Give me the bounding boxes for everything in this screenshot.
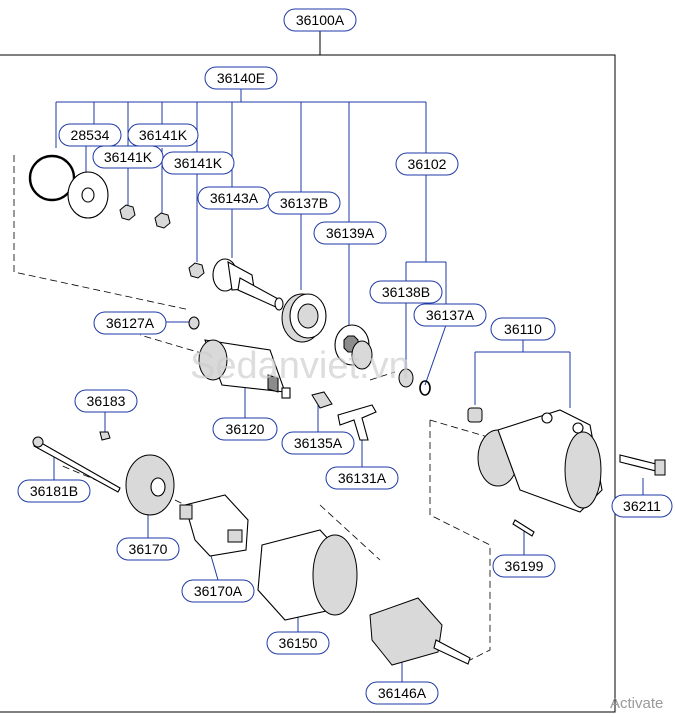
label-36141k-3[interactable]: 36141K [161,151,235,175]
part-36141k-nut-2 [154,212,171,229]
label-36102[interactable]: 36102 [395,152,459,176]
svg-text:36211: 36211 [623,498,661,514]
part-36110-front-housing [467,407,603,513]
svg-text:36141K: 36141K [104,149,153,165]
part-36181b-through-bolt [32,436,121,493]
svg-text:36141K: 36141K [139,127,188,143]
svg-text:36120: 36120 [226,421,265,437]
part-36141k-nut-1 [119,204,136,221]
label-36183[interactable]: 36183 [74,389,138,413]
svg-text:36170: 36170 [129,541,168,557]
label-36139a[interactable]: 36139A [313,221,387,245]
svg-text:36100A: 36100A [296,12,345,28]
label-36140e[interactable]: 36140E [204,66,278,90]
part-36141k-nut-3 [188,262,205,279]
svg-text:36138B: 36138B [382,284,430,300]
svg-text:36140E: 36140E [217,70,265,86]
label-36127a[interactable]: 36127A [93,311,167,335]
part-36143a-planet-shaft [212,258,284,311]
label-36143a[interactable]: 36143A [197,186,271,210]
part-36211-bolt [619,454,666,476]
label-28534[interactable]: 28534 [58,123,122,147]
part-36141k-washer [67,171,109,219]
label-36135a[interactable]: 36135A [281,431,355,455]
corner-text: Activate [610,695,663,712]
label-36181b[interactable]: 36181B [17,479,91,503]
label-36199[interactable]: 36199 [492,554,556,578]
part-36120-magnetic-switch [198,339,291,399]
part-36137a-snap-ring [419,380,431,396]
svg-text:36150: 36150 [279,635,318,651]
svg-text:36110: 36110 [504,321,542,337]
part-36170-rear-bracket [125,454,175,516]
label-36100a[interactable]: 36100A [283,8,357,32]
part-36137b-internal-gear [281,293,327,343]
part-36139a-pinion-gear [334,324,373,370]
label-36137a[interactable]: 36137A [413,303,487,327]
label-36131a[interactable]: 36131A [325,466,399,490]
label-36137b[interactable]: 36137B [267,191,341,215]
svg-text:36137B: 36137B [280,195,328,211]
label-36120[interactable]: 36120 [212,417,278,441]
part-36199-pin [512,519,535,537]
svg-text:36146A: 36146A [378,685,427,701]
svg-text:36199: 36199 [505,558,544,574]
assembly-frame [0,30,616,713]
watermark-text: Sedanviet.vn [190,345,410,387]
part-36146a-armature [369,597,471,666]
label-36211[interactable]: 36211 [611,494,673,518]
svg-text:36127A: 36127A [106,315,155,331]
svg-text:36183: 36183 [87,393,126,409]
label-36170[interactable]: 36170 [116,537,180,561]
label-36146a[interactable]: 36146A [365,681,439,705]
part-36138b-stop-ring [398,368,414,388]
svg-text:36102: 36102 [408,156,447,172]
svg-text:36181B: 36181B [30,483,78,499]
part-36135a-lever-part [311,391,333,409]
label-36170a[interactable]: 36170A [181,579,255,603]
label-36141k-1[interactable]: 36141K [127,123,199,147]
svg-text:36170A: 36170A [194,583,243,599]
label-36141k-2[interactable]: 36141K [92,145,164,169]
part-36183-screw [99,431,111,441]
part-36150-yoke-assembly [257,529,358,621]
svg-text:36137A: 36137A [426,307,475,323]
label-36150[interactable]: 36150 [266,631,330,655]
label-36110[interactable]: 36110 [490,317,556,341]
svg-text:28534: 28534 [71,127,110,143]
label-36138b[interactable]: 36138B [369,280,443,304]
part-28534-o-ring [28,154,76,202]
svg-text:36141K: 36141K [174,155,223,171]
svg-text:36143A: 36143A [210,190,259,206]
svg-text:36135A: 36135A [294,435,343,451]
part-36131a-lever [337,404,377,441]
part-36127a-washer [188,316,200,330]
svg-text:36131A: 36131A [338,470,387,486]
svg-text:36139A: 36139A [326,225,375,241]
part-36170a-brush-holder [179,494,249,557]
